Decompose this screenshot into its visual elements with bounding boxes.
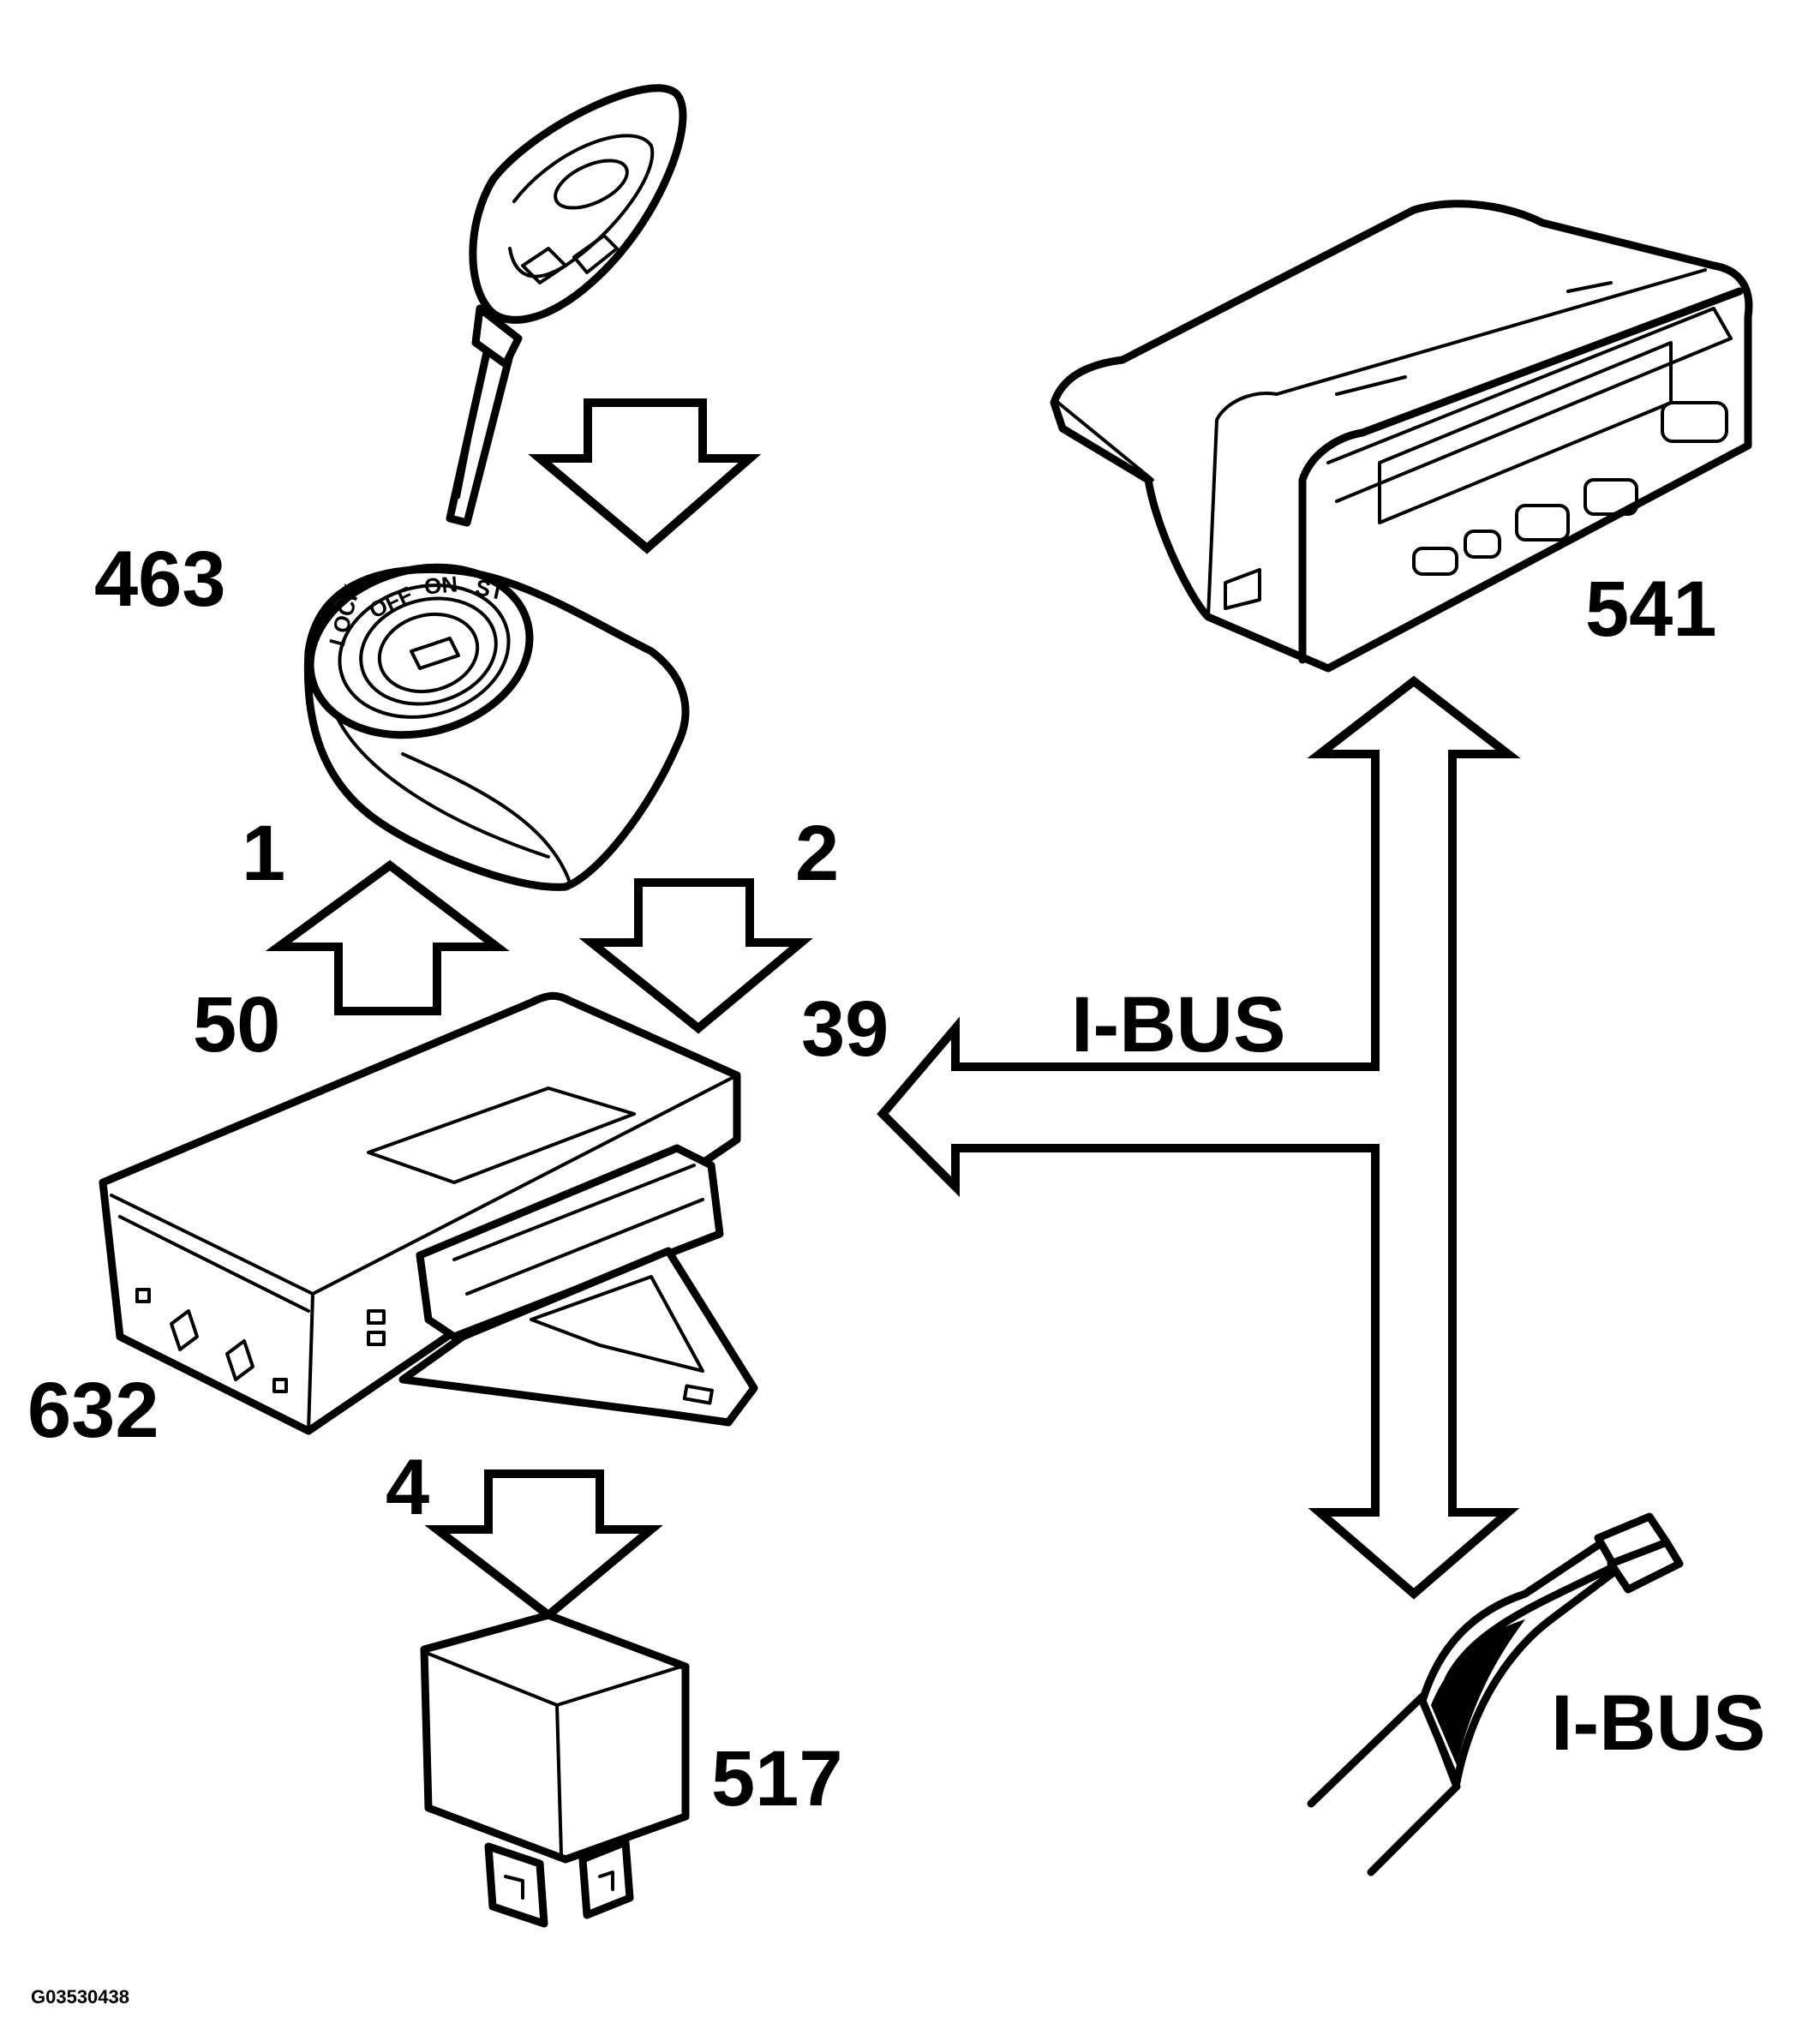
arrow-key-to-switch bbox=[528, 398, 762, 554]
switch-mark-on: ON bbox=[422, 571, 459, 600]
switch-mark-st: ST bbox=[473, 573, 506, 606]
label-541: 541 bbox=[1585, 566, 1717, 653]
key-remote bbox=[446, 84, 687, 527]
control-unit bbox=[99, 991, 758, 1435]
ibus-arrows bbox=[877, 675, 1521, 1600]
label-terminal-4: 4 bbox=[386, 1444, 430, 1531]
arrow-up-terminal-50 bbox=[265, 859, 510, 1015]
instrument-cluster bbox=[1050, 200, 1753, 673]
arrow-down-terminal-39 bbox=[578, 878, 813, 1034]
label-terminal-2: 2 bbox=[795, 810, 840, 897]
figure-id: G03530438 bbox=[31, 1986, 129, 2008]
label-463: 463 bbox=[94, 536, 226, 623]
label-terminal-1: 1 bbox=[242, 810, 286, 897]
arrow-down-terminal-4 bbox=[424, 1469, 663, 1621]
ibus-wire bbox=[1307, 1512, 1684, 1876]
ignition-switch bbox=[303, 563, 690, 891]
relay bbox=[420, 1611, 690, 1928]
label-632: 632 bbox=[27, 1367, 159, 1454]
label-517: 517 bbox=[711, 1735, 843, 1823]
label-ibus-wire: I-BUS bbox=[1551, 1679, 1766, 1767]
label-ibus-main: I-BUS bbox=[1071, 981, 1286, 1068]
label-terminal-39: 39 bbox=[801, 985, 889, 1073]
label-terminal-50: 50 bbox=[193, 981, 281, 1068]
